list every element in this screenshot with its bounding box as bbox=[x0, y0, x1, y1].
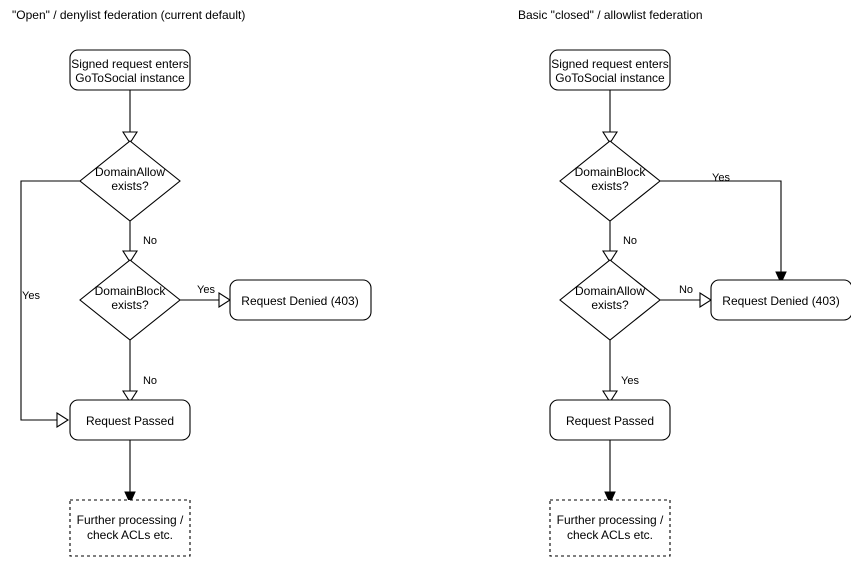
edge-label-domainblock-no: No bbox=[143, 375, 157, 387]
node-request-denied-allowlist-shape bbox=[710, 279, 851, 321]
arrowhead-open-icon bbox=[121, 131, 139, 145]
edge-domainallow-yes-allowlist: Yes bbox=[601, 340, 639, 404]
panel-allowlist-title: Basic "closed" / allowlist federation bbox=[518, 8, 703, 22]
edge-label-domainallow-yes: Yes bbox=[22, 290, 40, 302]
node-request-denied-denylist-label: Request Denied (403) bbox=[241, 294, 358, 308]
node-decision-domainblock-denylist-line1: DomainBlock bbox=[95, 284, 167, 298]
arrowhead-open-icon bbox=[601, 131, 619, 145]
edge-domainallow-no-allowlist: No bbox=[660, 284, 713, 309]
node-decision-domainallow-denylist[interactable]: DomainAllow exists? bbox=[79, 140, 181, 222]
node-further-processing-denylist-line1: Further processing / bbox=[77, 513, 184, 527]
node-decision-domainallow-denylist-line1: DomainAllow bbox=[95, 165, 165, 179]
edge-domainallow-no: No bbox=[121, 221, 157, 264]
node-decision-domainallow-allowlist-line2: exists? bbox=[591, 298, 629, 312]
node-decision-domainallow-allowlist-line1: DomainAllow bbox=[575, 284, 645, 298]
node-entry-allowlist-line1: Signed request enters bbox=[551, 57, 668, 71]
edge-domainblock-no-allowlist: No bbox=[601, 221, 637, 264]
arrowhead-open-icon bbox=[601, 390, 619, 404]
node-request-denied-allowlist[interactable]: Request Denied (403) bbox=[710, 279, 851, 321]
edge-entry-to-domainblock bbox=[601, 90, 619, 145]
node-request-passed-denylist-label: Request Passed bbox=[86, 414, 174, 428]
edge-label-domainallow-no-allowlist: No bbox=[679, 284, 693, 296]
node-further-processing-allowlist-shape bbox=[549, 499, 671, 557]
node-request-passed-allowlist-label: Request Passed bbox=[566, 414, 654, 428]
node-further-processing-allowlist[interactable]: Further processing / check ACLs etc. bbox=[549, 499, 671, 557]
edge-entry-to-domainallow bbox=[121, 90, 139, 145]
node-decision-domainallow-denylist-line2: exists? bbox=[111, 179, 149, 193]
arrowhead-open-icon bbox=[699, 291, 713, 309]
node-request-denied-denylist-shape bbox=[229, 279, 372, 321]
node-decision-domainblock-allowlist-line2: exists? bbox=[591, 179, 629, 193]
node-further-processing-denylist-line2: check ACLs etc. bbox=[87, 528, 173, 542]
node-decision-domainblock-denylist-line2: exists? bbox=[111, 298, 149, 312]
node-entry-denylist[interactable]: Signed request enters GoToSocial instanc… bbox=[69, 49, 191, 91]
arrowhead-open-icon bbox=[121, 390, 139, 404]
edge-label-domainblock-yes-allowlist: Yes bbox=[712, 172, 730, 184]
edge-domainblock-yes-allowlist: Yes bbox=[660, 172, 787, 285]
arrowhead-open-icon bbox=[218, 291, 232, 309]
edge-label-domainblock-no-allowlist: No bbox=[623, 235, 637, 247]
node-request-denied-allowlist-label: Request Denied (403) bbox=[722, 294, 839, 308]
node-decision-domainblock-denylist[interactable]: DomainBlock exists? bbox=[79, 259, 181, 341]
node-decision-domainblock-allowlist[interactable]: DomainBlock exists? bbox=[559, 140, 661, 222]
node-entry-allowlist[interactable]: Signed request enters GoToSocial instanc… bbox=[549, 49, 671, 91]
panel-allowlist: Basic "closed" / allowlist federation Si… bbox=[518, 8, 851, 557]
edge-passed-to-further-denylist bbox=[124, 440, 136, 505]
edge-passed-to-further-allowlist bbox=[604, 440, 616, 505]
edge-label-domainallow-yes-allowlist: Yes bbox=[621, 375, 639, 387]
node-entry-allowlist-line2: GoToSocial instance bbox=[555, 71, 665, 85]
panel-denylist: "Open" / denylist federation (current de… bbox=[12, 8, 372, 557]
arrowhead-open-icon bbox=[56, 411, 70, 429]
edge-domainallow-yes: Yes bbox=[20, 180, 80, 429]
edge-label-domainblock-yes: Yes bbox=[197, 284, 215, 296]
panel-denylist-title: "Open" / denylist federation (current de… bbox=[12, 8, 245, 22]
node-further-processing-denylist[interactable]: Further processing / check ACLs etc. bbox=[69, 499, 191, 557]
node-further-processing-denylist-shape bbox=[69, 499, 191, 557]
node-entry-denylist-line2: GoToSocial instance bbox=[75, 71, 185, 85]
arrowhead-filled-icon bbox=[775, 271, 787, 285]
edge-domainblock-no: No bbox=[121, 340, 157, 404]
node-further-processing-allowlist-line1: Further processing / bbox=[557, 513, 664, 527]
node-entry-denylist-line1: Signed request enters bbox=[71, 57, 188, 71]
arrowhead-filled-icon bbox=[124, 491, 136, 505]
node-decision-domainallow-allowlist[interactable]: DomainAllow exists? bbox=[559, 259, 661, 341]
node-request-denied-denylist[interactable]: Request Denied (403) bbox=[229, 279, 372, 321]
node-request-passed-denylist[interactable]: Request Passed bbox=[69, 399, 191, 441]
edge-domainblock-yes: Yes bbox=[180, 284, 232, 309]
arrowhead-open-icon bbox=[121, 250, 139, 264]
node-further-processing-allowlist-line2: check ACLs etc. bbox=[567, 528, 653, 542]
arrowhead-open-icon bbox=[601, 250, 619, 264]
arrowhead-filled-icon bbox=[604, 491, 616, 505]
node-decision-domainblock-allowlist-line1: DomainBlock bbox=[575, 165, 647, 179]
node-request-passed-allowlist[interactable]: Request Passed bbox=[549, 399, 671, 441]
edge-label-domainallow-no: No bbox=[143, 235, 157, 247]
